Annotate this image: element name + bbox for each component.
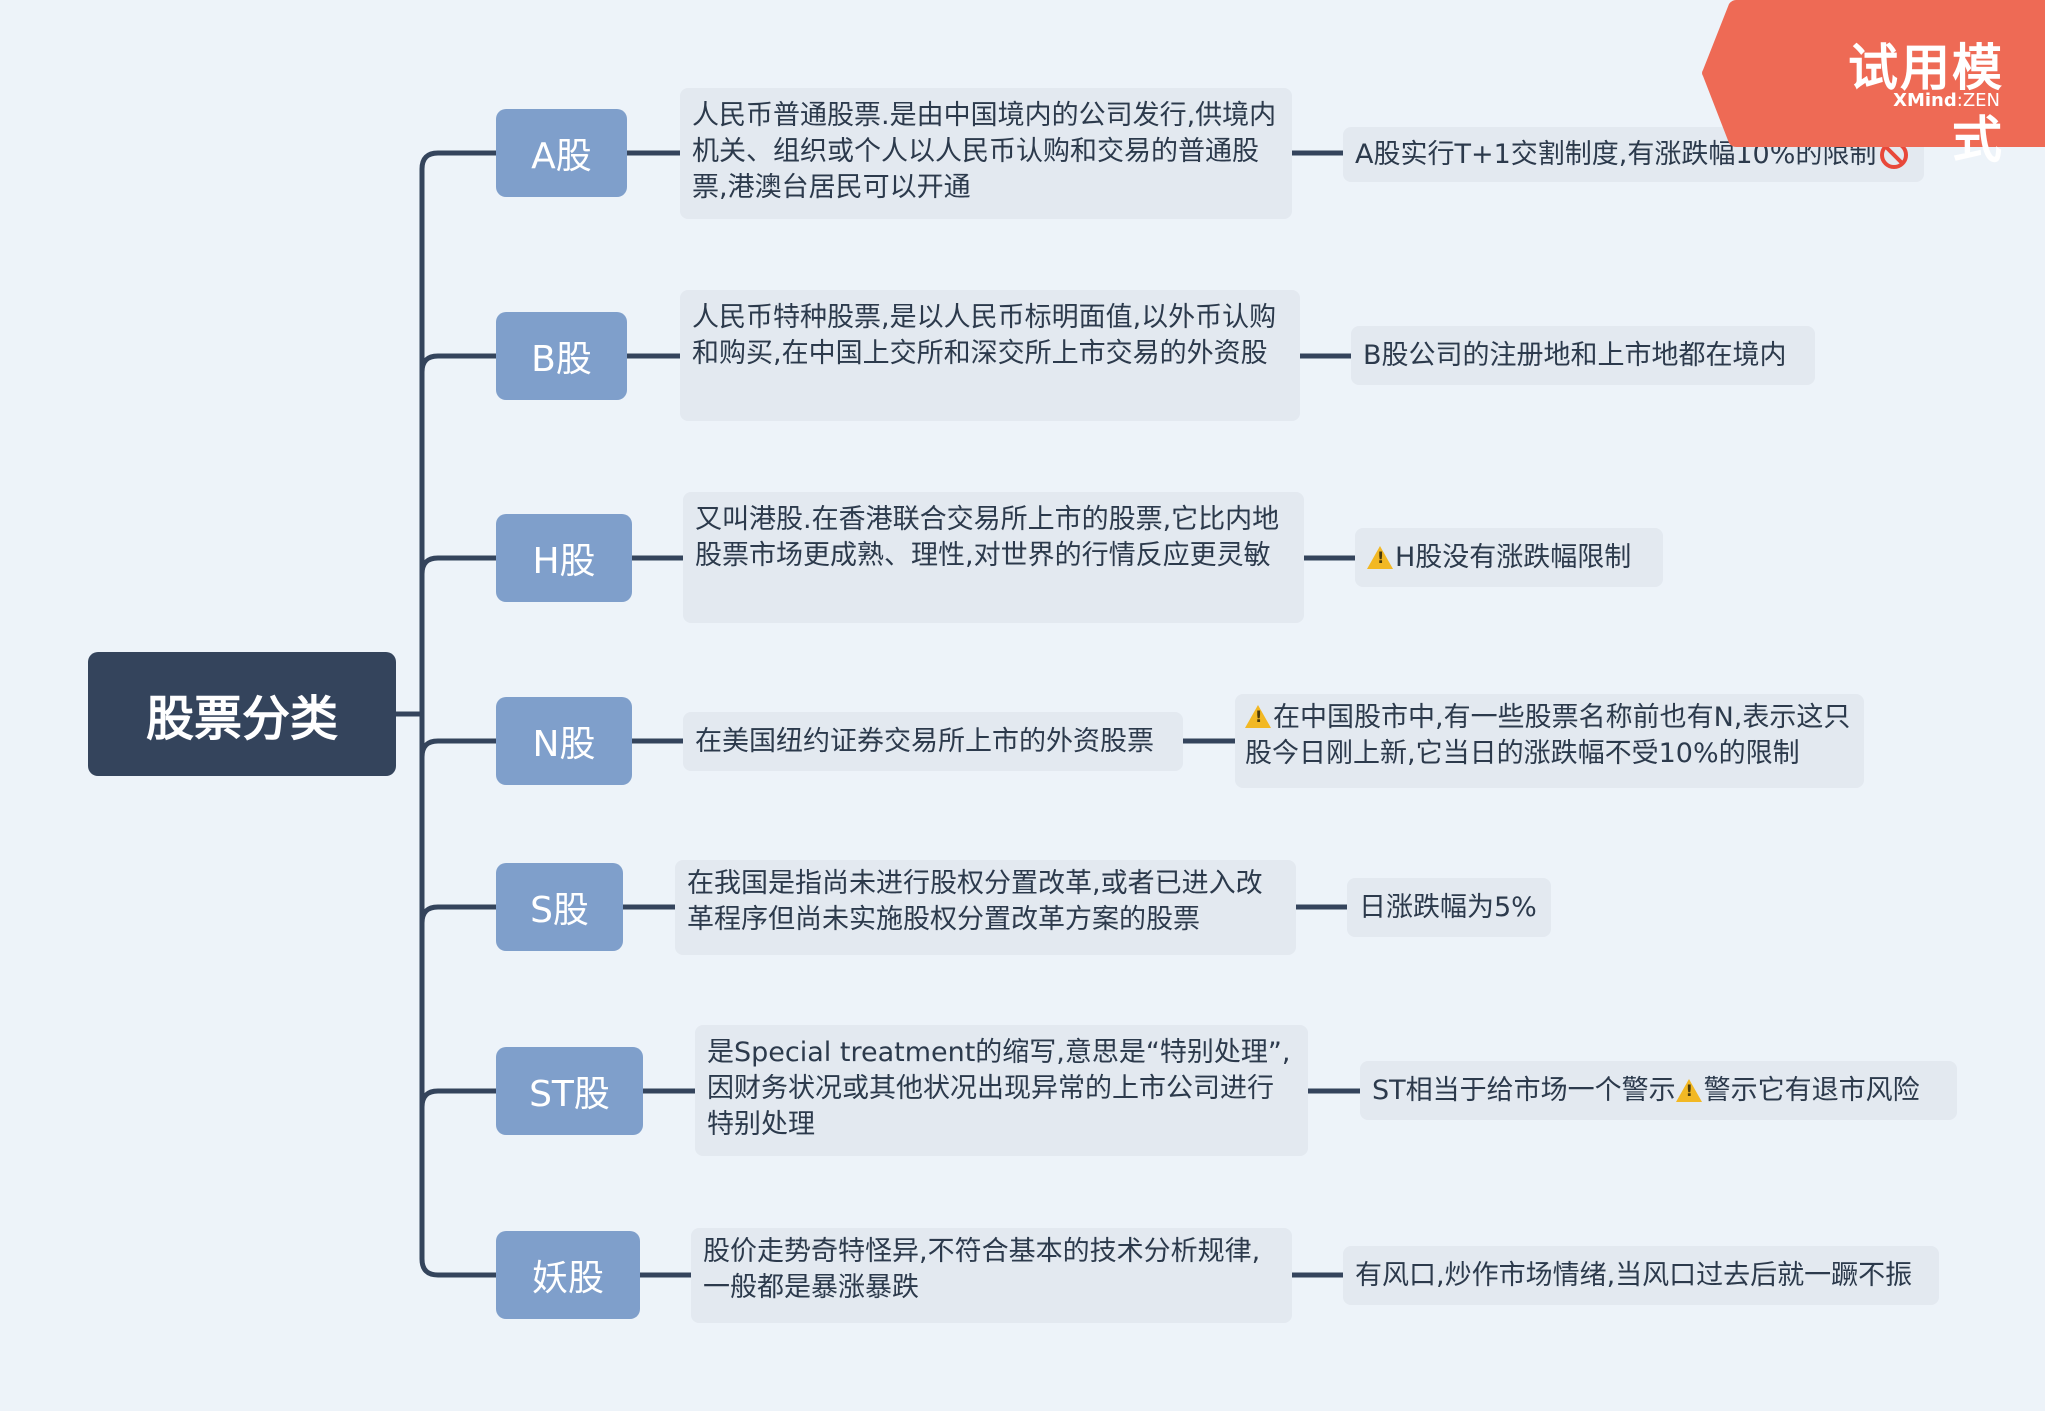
connector-n <box>419 738 499 760</box>
note-text: B股公司的注册地和上市地都在境内 <box>1363 339 1787 371</box>
desc-st-stock[interactable]: 是Special treatment的缩写,意思是“特别处理”,因财务状况或其他… <box>695 1025 1308 1156</box>
branch-demon-stock[interactable]: 妖股 <box>496 1231 640 1319</box>
desc-h-stock[interactable]: 又叫港股.在香港联合交易所上市的股票,它比内地股票市场更成熟、理性,对世界的行情… <box>683 492 1304 623</box>
xmind-zen-logo: XMind:ZEN <box>1840 90 2000 111</box>
trial-mode-title: 试用模式 <box>1848 39 2004 169</box>
note-text: 有风口,炒作市场情绪,当风口过去后就一蹶不振 <box>1355 1259 1913 1291</box>
connector-spine <box>419 150 499 1278</box>
note-text: H股没有涨跌幅限制 <box>1395 541 1632 573</box>
desc-s-stock[interactable]: 在我国是指尚未进行股权分置改革,或者已进入改革程序但尚未实施股权分置改革方案的股… <box>675 860 1296 955</box>
branch-label: ST股 <box>529 1074 610 1115</box>
brand-edition: ZEN <box>1962 90 2000 111</box>
desc-text: 人民币特种股票,是以人民币标明面值,以外币认购和购买,在中国上交所和深交所上市交… <box>692 302 1277 369</box>
desc-text: 股价走势奇特怪异,不符合基本的技术分析规律,一般都是暴涨暴跌 <box>703 1236 1261 1303</box>
desc-text: 在美国纽约证券交易所上市的外资股票 <box>695 725 1154 757</box>
trial-mode-banner[interactable] <box>1700 0 2045 147</box>
note-demon-stock[interactable]: 有风口,炒作市场情绪,当风口过去后就一蹶不振 <box>1343 1246 1939 1305</box>
desc-text: 是Special treatment的缩写,意思是“特别处理”,因财务状况或其他… <box>707 1037 1291 1140</box>
warning-icon <box>1245 705 1271 728</box>
desc-n-stock[interactable]: 在美国纽约证券交易所上市的外资股票 <box>683 712 1183 771</box>
note-text: ST相当于给市场一个警示 <box>1372 1074 1676 1106</box>
desc-a-stock[interactable]: 人民币普通股票.是由中国境内的公司发行,供境内机关、组织或个人以人民币认购和交易… <box>680 88 1292 219</box>
root-label: 股票分类 <box>145 691 338 747</box>
connector-s <box>419 904 499 926</box>
branch-b-stock[interactable]: B股 <box>496 312 627 400</box>
desc-text: 在我国是指尚未进行股权分置改革,或者已进入改革程序但尚未实施股权分置改革方案的股… <box>687 868 1263 935</box>
branch-label: S股 <box>530 890 589 931</box>
note-h-stock[interactable]: H股没有涨跌幅限制 <box>1355 528 1663 587</box>
connector-st <box>419 1088 499 1110</box>
note-s-stock[interactable]: 日涨跌幅为5% <box>1347 878 1551 937</box>
branch-n-stock[interactable]: N股 <box>496 697 632 785</box>
note-text: 在中国股市中,有一些股票名称前也有N,表示这只股今日刚上新,它当日的涨跌幅不受1… <box>1245 702 1851 769</box>
root-node[interactable]: 股票分类 <box>88 652 396 776</box>
note-n-stock[interactable]: 在中国股市中,有一些股票名称前也有N,表示这只股今日刚上新,它当日的涨跌幅不受1… <box>1235 694 1864 788</box>
branch-h-stock[interactable]: H股 <box>496 514 632 602</box>
branch-a-stock[interactable]: A股 <box>496 109 627 197</box>
desc-text: 又叫港股.在香港联合交易所上市的股票,它比内地股票市场更成熟、理性,对世界的行情… <box>695 504 1280 571</box>
brand-name: XMind <box>1893 90 1957 111</box>
note-text: 日涨跌幅为5% <box>1359 891 1537 923</box>
desc-text: 人民币普通股票.是由中国境内的公司发行,供境内机关、组织或个人以人民币认购和交易… <box>692 100 1277 203</box>
warning-icon <box>1675 1079 1702 1102</box>
branch-label: B股 <box>531 339 592 380</box>
note-b-stock[interactable]: B股公司的注册地和上市地都在境内 <box>1351 326 1815 385</box>
connector-b <box>419 353 499 375</box>
connector-h <box>419 555 499 577</box>
warning-icon <box>1367 546 1393 569</box>
branch-label: H股 <box>532 541 596 582</box>
desc-b-stock[interactable]: 人民币特种股票,是以人民币标明面值,以外币认购和购买,在中国上交所和深交所上市交… <box>680 290 1300 421</box>
note-text: 警示它有退市风险 <box>1703 1074 1920 1106</box>
brand-separator: : <box>1956 90 1963 111</box>
note-st-stock[interactable]: ST相当于给市场一个警示警示它有退市风险 <box>1360 1061 1957 1120</box>
branch-label: N股 <box>532 724 596 765</box>
branch-s-stock[interactable]: S股 <box>496 863 623 951</box>
branch-label: 妖股 <box>531 1258 604 1299</box>
desc-demon-stock[interactable]: 股价走势奇特怪异,不符合基本的技术分析规律,一般都是暴涨暴跌 <box>691 1228 1292 1323</box>
branch-label: A股 <box>531 136 592 177</box>
branch-st-stock[interactable]: ST股 <box>496 1047 643 1135</box>
